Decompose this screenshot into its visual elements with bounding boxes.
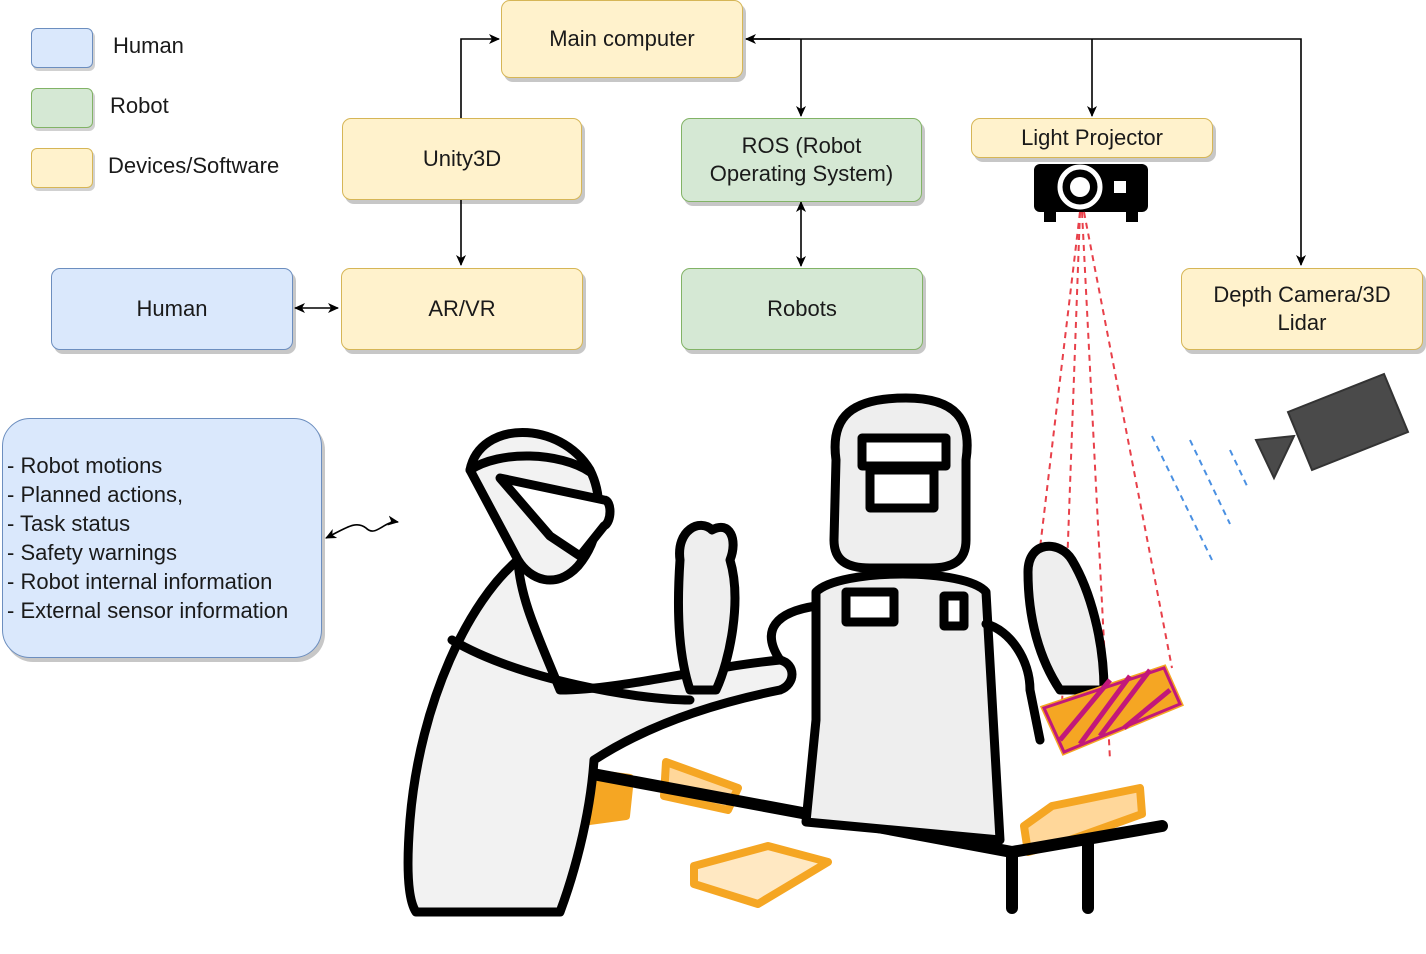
human-worker-illustration <box>403 428 797 917</box>
info-item: Planned actions, <box>7 480 321 509</box>
info-item: External sensor information <box>7 596 321 625</box>
camera-icon <box>1254 372 1410 481</box>
projected-highlight <box>1039 664 1184 756</box>
legend-label-robot: Robot <box>110 93 169 118</box>
node-ros: ROS (Robot Operating System) <box>681 118 922 202</box>
node-light-projector: Light Projector <box>971 118 1213 158</box>
info-item: Robot internal information <box>7 567 321 596</box>
node-depth-camera: Depth Camera/3D Lidar <box>1181 268 1423 350</box>
info-list: Robot motions Planned actions, Task stat… <box>7 451 321 625</box>
legend-swatch-human <box>31 28 93 68</box>
node-ar-vr: AR/VR <box>341 268 583 350</box>
edge-main-bus <box>746 38 1306 266</box>
info-item: Robot motions <box>7 451 321 480</box>
node-human: Human <box>51 268 293 350</box>
legend-label-human: Human <box>113 33 184 58</box>
info-item: Task status <box>7 509 321 538</box>
info-box: Robot motions Planned actions, Task stat… <box>2 418 322 658</box>
node-robots: Robots <box>681 268 923 350</box>
legend-swatch-devices <box>31 148 93 188</box>
legend-swatch-robot <box>31 88 93 128</box>
robot-illustration <box>673 393 1109 845</box>
info-item: Safety warnings <box>7 538 321 567</box>
edge-unity-main <box>460 34 500 118</box>
node-unity3d: Unity3D <box>342 118 582 200</box>
edge-info-human <box>325 515 399 539</box>
table <box>576 766 1168 914</box>
projector-icon <box>1034 164 1148 222</box>
sensor-rays <box>1151 435 1249 561</box>
legend-label-devices: Devices/Software <box>108 153 280 178</box>
node-main-computer: Main computer <box>501 0 743 78</box>
